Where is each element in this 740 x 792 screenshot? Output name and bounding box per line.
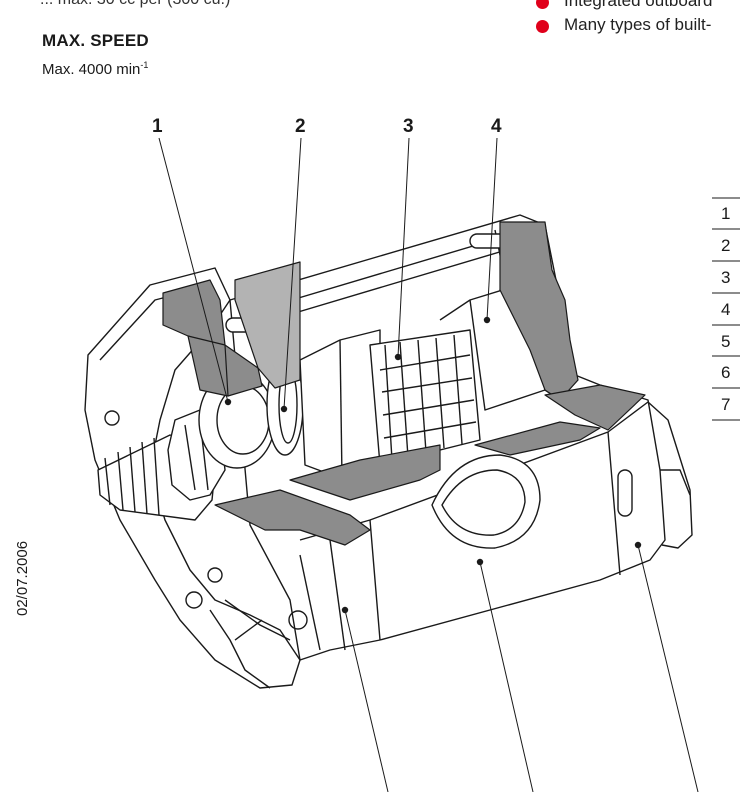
legend-separators bbox=[712, 197, 740, 421]
callout-3: 3 bbox=[403, 116, 414, 137]
legend-number-1: 1 bbox=[721, 204, 731, 223]
red-bullet-icon bbox=[536, 0, 549, 9]
cut-off-text: ... max. 30 cc per (300 cu.) bbox=[40, 0, 230, 9]
section-title: MAX. SPEED bbox=[42, 31, 149, 50]
callout-2: 2 bbox=[295, 116, 306, 137]
legend-number-7: 7 bbox=[721, 395, 731, 414]
bullet-text: Many types of built- bbox=[564, 15, 712, 34]
speed-prefix: Max. 4000 min bbox=[42, 61, 141, 78]
speed-exponent: -1 bbox=[140, 60, 149, 70]
legend-number-4: 4 bbox=[721, 300, 731, 319]
red-bullet-icon bbox=[536, 20, 549, 33]
callout-1: 1 bbox=[152, 116, 163, 137]
legend-number-3: 3 bbox=[721, 268, 731, 287]
bullet-text: Integrated outboard bbox=[564, 0, 713, 10]
legend-number-5: 5 bbox=[721, 332, 731, 351]
legend-number-6: 6 bbox=[721, 363, 731, 382]
pump-outline bbox=[84, 214, 693, 689]
bullet-item-2: Many types of built- bbox=[536, 15, 712, 35]
legend-number-2: 2 bbox=[721, 236, 731, 255]
leader-dots bbox=[224, 316, 642, 614]
leader-lines bbox=[158, 137, 699, 792]
callout-4: 4 bbox=[491, 116, 502, 137]
max-speed-value: Max. 4000 min-1 bbox=[42, 60, 148, 78]
bullet-item-1: Integrated outboard bbox=[536, 0, 713, 11]
section-cut-surfaces bbox=[162, 221, 646, 546]
